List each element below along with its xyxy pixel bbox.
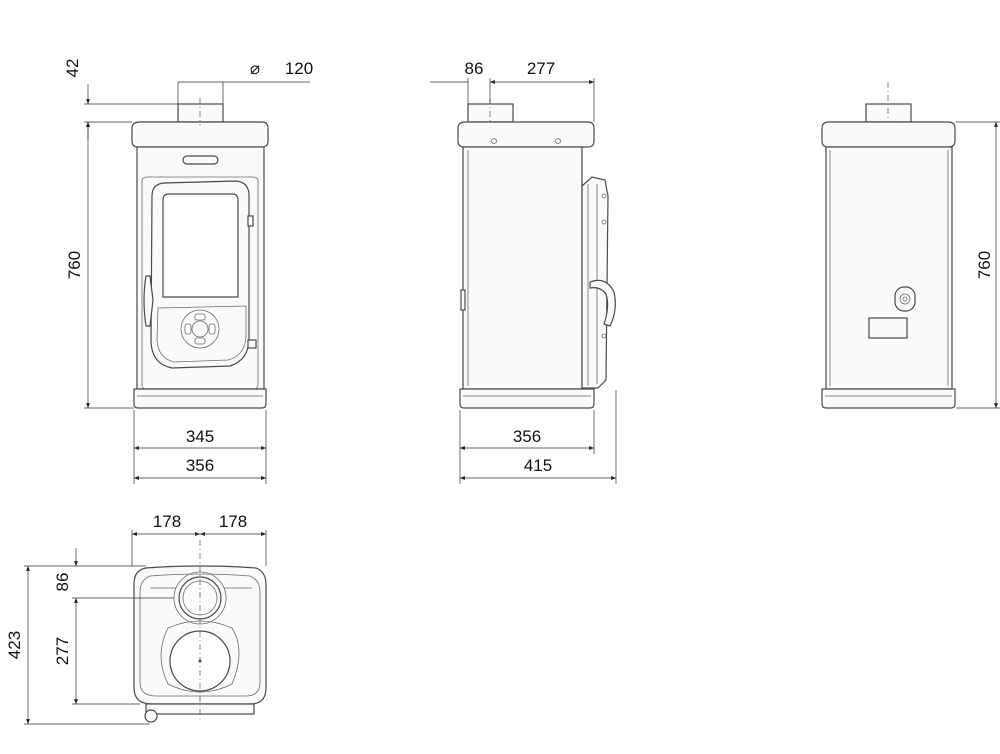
rear-dimensions: 760	[956, 121, 1000, 409]
front-door-lower-panel	[156, 305, 247, 363]
side-flue-offset-label: 86	[465, 59, 484, 78]
front-outer-width-label: 356	[186, 456, 214, 475]
side-top-plate	[457, 121, 595, 148]
front-inner-width-label: 345	[186, 427, 214, 446]
top-handle	[144, 709, 158, 723]
top-right-half-label: 178	[219, 512, 247, 531]
rear-base-plinth	[821, 388, 956, 409]
rear-data-plate	[868, 317, 908, 339]
front-top-plate	[131, 121, 269, 148]
front-flue-collar	[177, 103, 224, 123]
side-total-depth-label: 415	[524, 456, 552, 475]
side-base-plinth	[459, 388, 595, 409]
front-base-plinth	[133, 388, 267, 409]
front-door-handle	[143, 275, 154, 327]
top-dimensions: 178 178 86 277 423	[5, 512, 267, 725]
side-flue-collar	[467, 103, 514, 123]
front-flue-diameter-label: 120	[285, 59, 313, 78]
front-height-label: 760	[65, 251, 84, 279]
front-air-slot-right	[208, 323, 216, 335]
top-flue-to-front-label: 277	[53, 637, 72, 665]
front-hinge-bottom	[247, 339, 257, 349]
front-air-control-outer	[180, 309, 220, 349]
front-air-control-inner	[191, 320, 209, 338]
side-flue-to-front-label: 277	[527, 59, 555, 78]
top-left-half-label: 178	[153, 512, 181, 531]
rear-air-inlet	[894, 286, 916, 312]
rear-body	[825, 146, 953, 390]
front-air-slot-top	[194, 313, 206, 321]
rear-flue-collar	[865, 103, 912, 123]
front-air-slot-bottom	[194, 337, 206, 345]
side-dimensions: 86 277 356 415	[430, 59, 617, 484]
rear-top-plate	[821, 121, 956, 148]
top-hotplate-surround	[160, 620, 240, 693]
front-door-glass	[162, 193, 239, 298]
front-flue-height-label: 42	[63, 59, 82, 78]
side-body-depth-label: 356	[513, 427, 541, 446]
front-air-slot-left	[184, 323, 192, 335]
front-diameter-symbol: ⌀	[250, 59, 260, 78]
front-dimensions: 42 ⌀ 120 760 345 356	[63, 59, 313, 484]
side-view	[457, 98, 616, 409]
side-door-handle	[589, 279, 616, 327]
top-flue-offset-label: 86	[53, 573, 72, 592]
front-view	[131, 98, 269, 409]
front-logo-badge	[182, 155, 219, 165]
rear-height-label: 760	[975, 251, 994, 279]
top-view	[133, 540, 267, 723]
rear-view	[821, 82, 956, 409]
side-latch	[460, 289, 466, 311]
top-total-depth-label: 423	[5, 631, 24, 659]
side-body	[462, 146, 583, 390]
front-hinge-top	[247, 215, 254, 227]
